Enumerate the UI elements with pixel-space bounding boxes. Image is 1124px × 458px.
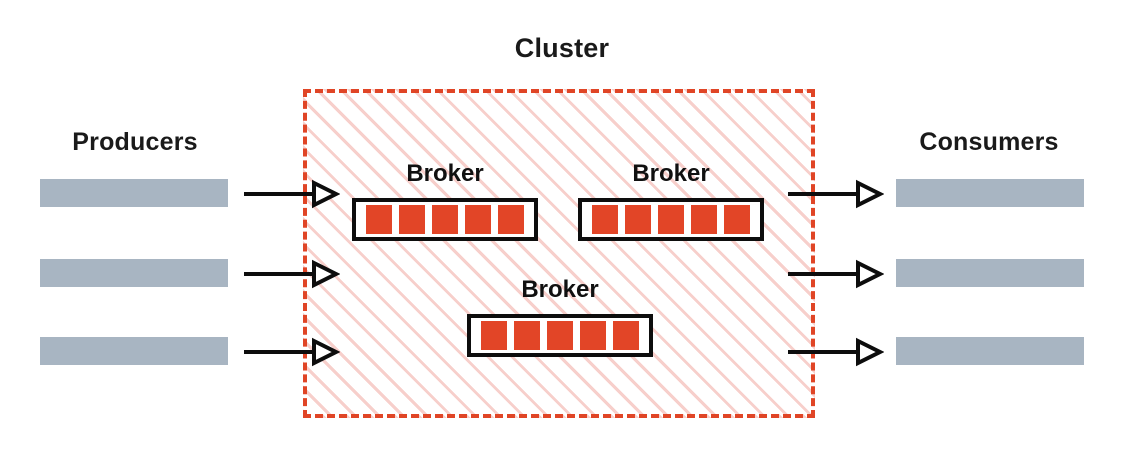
consumers-label: Consumers bbox=[919, 128, 1059, 156]
partition-block bbox=[481, 321, 507, 350]
broker-node[interactable] bbox=[352, 198, 538, 241]
cluster-title: Cluster bbox=[514, 33, 610, 63]
consumer-arrow bbox=[788, 337, 884, 367]
partition-block bbox=[625, 205, 651, 234]
consumer-bar[interactable] bbox=[896, 337, 1084, 365]
producer-arrow bbox=[244, 337, 340, 367]
partition-block bbox=[514, 321, 540, 350]
producer-bar[interactable] bbox=[40, 337, 228, 365]
consumer-arrow bbox=[788, 259, 884, 289]
broker-label: Broker bbox=[521, 276, 599, 303]
consumer-arrow bbox=[788, 179, 884, 209]
broker-node[interactable] bbox=[467, 314, 653, 357]
producers-label: Producers bbox=[72, 128, 198, 156]
consumer-bar[interactable] bbox=[896, 179, 1084, 207]
partition-block bbox=[658, 205, 684, 234]
broker-node[interactable] bbox=[578, 198, 764, 241]
producer-bar[interactable] bbox=[40, 259, 228, 287]
partition-block bbox=[613, 321, 639, 350]
producer-arrow bbox=[244, 179, 340, 209]
partition-block bbox=[465, 205, 491, 234]
partition-block bbox=[399, 205, 425, 234]
partition-block bbox=[580, 321, 606, 350]
partition-block bbox=[366, 205, 392, 234]
partition-block bbox=[691, 205, 717, 234]
partition-block bbox=[498, 205, 524, 234]
consumer-bar[interactable] bbox=[896, 259, 1084, 287]
broker-label: Broker bbox=[632, 160, 710, 187]
producer-bar[interactable] bbox=[40, 179, 228, 207]
partition-block bbox=[432, 205, 458, 234]
partition-block bbox=[592, 205, 618, 234]
broker-label: Broker bbox=[406, 160, 484, 187]
partition-block bbox=[547, 321, 573, 350]
partition-block bbox=[724, 205, 750, 234]
cluster-boundary bbox=[303, 89, 815, 418]
producer-arrow bbox=[244, 259, 340, 289]
